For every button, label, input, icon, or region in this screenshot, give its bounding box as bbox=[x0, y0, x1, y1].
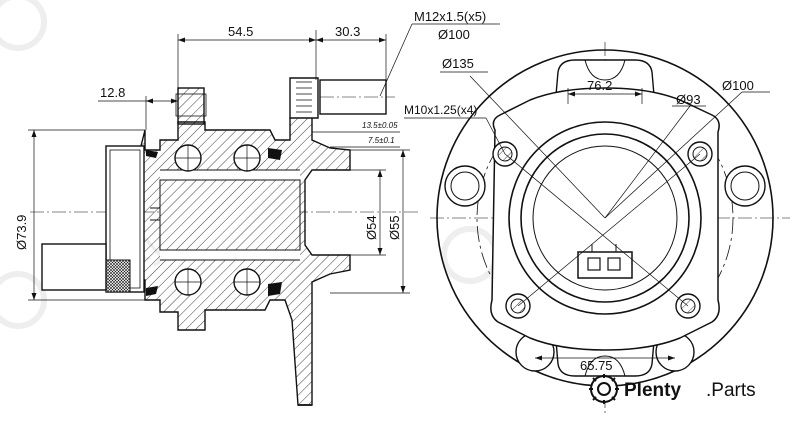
dim-dia-100-top: Ø100 bbox=[438, 27, 470, 42]
dim-54-5: 54.5 bbox=[228, 24, 253, 39]
dim-dia-93: Ø93 bbox=[676, 92, 701, 107]
dim-dia-73-9: Ø73.9 bbox=[14, 215, 29, 250]
dim-tol-7-5: 7.5±0.1 bbox=[368, 136, 395, 145]
section-view: 54.5 30.3 M12x1.5(x5) Ø100 12.8 13.5±0.0… bbox=[14, 9, 500, 406]
front-view: 76.2 65.75 Ø135 Ø100 Ø93 M10x1.25(x4) bbox=[404, 42, 790, 415]
dim-76-2: 76.2 bbox=[587, 78, 612, 93]
dim-dia-100-right: Ø100 bbox=[722, 78, 754, 93]
dim-12-8: 12.8 bbox=[100, 85, 125, 100]
brand-logo: Plenty .Parts bbox=[589, 374, 756, 404]
brand-name: Plenty bbox=[624, 380, 681, 401]
brand-suffix: .Parts bbox=[706, 380, 756, 401]
dim-65-75: 65.75 bbox=[580, 358, 613, 373]
dim-dia-55: Ø55 bbox=[387, 215, 402, 240]
dim-dia-135: Ø135 bbox=[442, 56, 474, 71]
dim-thread-m12: M12x1.5(x5) bbox=[414, 9, 486, 24]
dim-tol-13-5: 13.5±0.05 bbox=[362, 121, 398, 130]
dim-thread-m10: M10x1.25(x4) bbox=[404, 103, 477, 117]
dim-30-3: 30.3 bbox=[335, 24, 360, 39]
dim-dia-54: Ø54 bbox=[364, 215, 379, 240]
